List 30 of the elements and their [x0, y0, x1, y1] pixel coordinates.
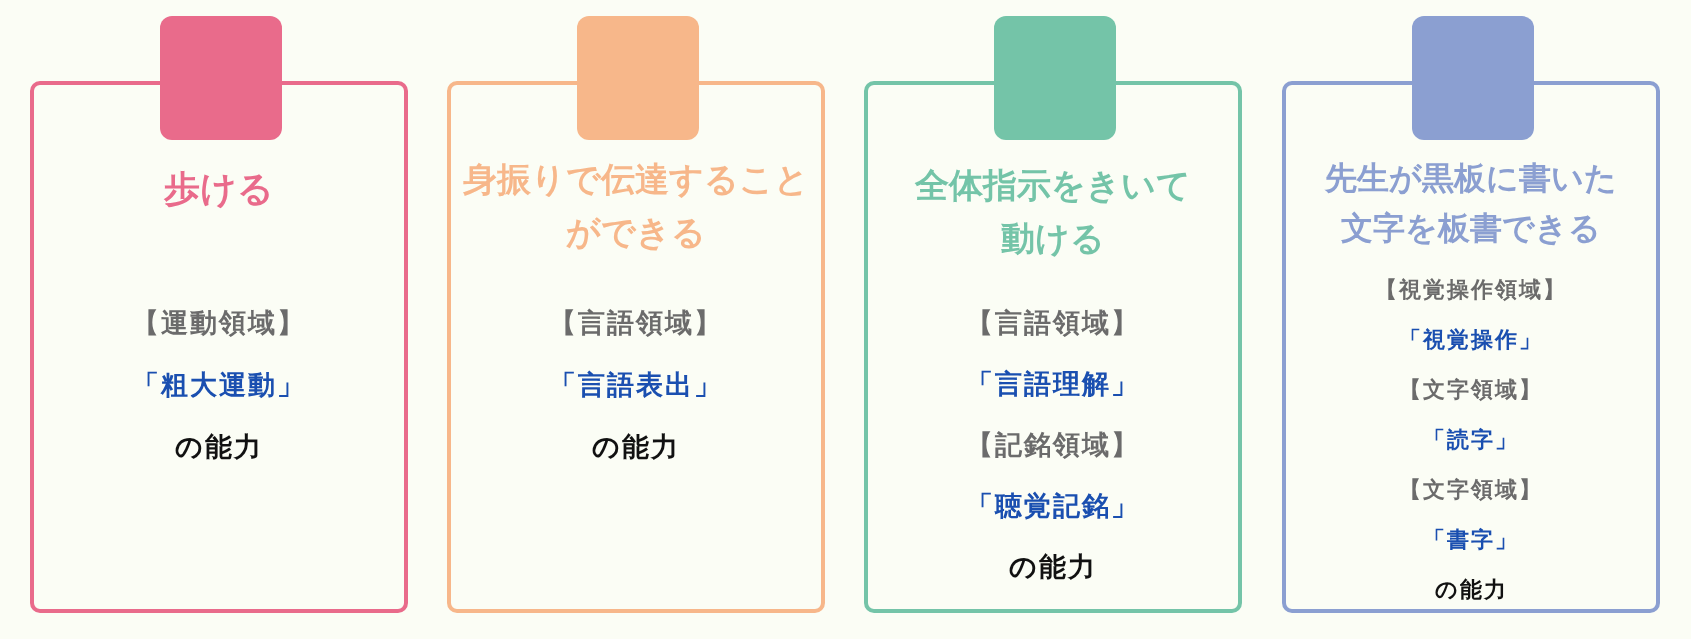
category-label: 【視覚操作領域】 — [1374, 276, 1568, 304]
skill-name: 「聴覚記銘」 — [965, 489, 1141, 523]
category-label: 【記銘領域】 — [965, 428, 1141, 462]
skill-name: 「読字」 — [1422, 426, 1520, 454]
tab-marker — [994, 16, 1116, 140]
skill-name: 「粗大運動」 — [131, 368, 307, 402]
tab-marker — [1412, 16, 1534, 140]
skill-name: 「言語表出」 — [548, 368, 724, 402]
ability-text: の能力 — [1433, 576, 1509, 604]
card-title: 歩ける — [163, 167, 275, 212]
skill-card — [447, 81, 825, 613]
card-title: 全体指示をきいて動ける — [914, 164, 1192, 260]
skill-card — [1282, 81, 1660, 613]
skill-card — [30, 81, 408, 613]
category-label: 【文字領域】 — [1398, 376, 1544, 404]
ability-text: の能力 — [1008, 550, 1098, 584]
category-label: 【文字領域】 — [1398, 476, 1544, 504]
category-label: 【言語領域】 — [548, 306, 724, 340]
skill-name: 「書字」 — [1422, 526, 1520, 554]
skill-name: 「言語理解」 — [965, 367, 1141, 401]
ability-text: の能力 — [591, 430, 681, 464]
category-label: 【言語領域】 — [965, 306, 1141, 340]
skill-name: 「視覚操作」 — [1398, 326, 1544, 354]
tab-marker — [577, 16, 699, 140]
card-title: 先生が黒板に書いた文字を板書できる — [1324, 158, 1618, 249]
ability-text: の能力 — [174, 430, 264, 464]
skill-card — [864, 81, 1242, 613]
category-label: 【運動領域】 — [131, 306, 307, 340]
card-title: 身振りで伝達することができる — [462, 158, 810, 254]
tab-marker — [160, 16, 282, 140]
